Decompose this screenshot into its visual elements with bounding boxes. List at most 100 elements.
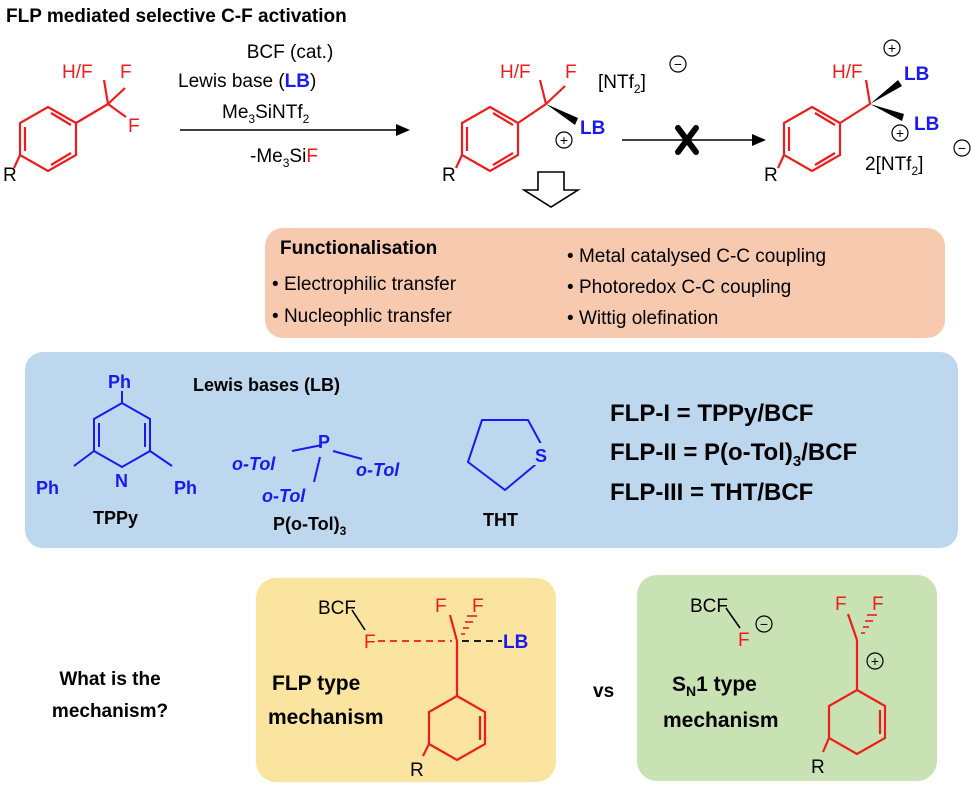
sn1-benzene-ring bbox=[827, 688, 887, 756]
prod-hf-label: H/F bbox=[832, 62, 863, 83]
sm-benzene-ring bbox=[18, 105, 78, 173]
prod-wedge-bond-1 bbox=[870, 80, 902, 104]
prod-lb2-label: LB bbox=[914, 114, 939, 135]
flp-f-top-left: F bbox=[435, 596, 447, 617]
tht-s-atom: S bbox=[535, 446, 547, 466]
tht-name: THT bbox=[483, 510, 518, 530]
functionalisation-right-item-2: • Photoredox C-C coupling bbox=[567, 277, 791, 298]
vs-label: vs bbox=[593, 681, 614, 702]
int-anion-minus-sign: − bbox=[674, 56, 682, 72]
sn1-plus-sign: + bbox=[871, 653, 879, 669]
tppy-name: TPPy bbox=[93, 508, 138, 528]
flp-type-label-1: FLP type bbox=[272, 672, 360, 695]
sm-hf-label: H/F bbox=[62, 62, 93, 83]
prod-plus-sign-1: + bbox=[888, 40, 896, 56]
sm-r-label: R bbox=[3, 165, 17, 186]
intermediate-cation bbox=[455, 79, 566, 173]
flp-bcf-bond bbox=[351, 609, 366, 631]
sn1-type-label-2: mechanism bbox=[663, 709, 779, 732]
reagent-lewis-base: Lewis base (LB) bbox=[178, 71, 316, 92]
prod-wedge-bond-2 bbox=[870, 104, 904, 121]
phosphine-tol-right: o-Tol bbox=[356, 460, 400, 480]
flp-hashed-bond bbox=[461, 615, 477, 635]
int-plus-sign: + bbox=[560, 132, 568, 148]
int-wedge-bond bbox=[546, 104, 578, 125]
functionalisation-left-item-1: • Electrophilic transfer bbox=[272, 274, 457, 295]
functionalisation-right-item-3: • Wittig olefination bbox=[567, 308, 718, 329]
flp-r-label: R bbox=[410, 760, 424, 781]
flp-1-definition: FLP-I = TPPy/BCF bbox=[610, 400, 813, 427]
flp-lb-label: LB bbox=[503, 632, 528, 653]
reagent-byproduct: -Me3SiF bbox=[250, 146, 318, 170]
flp-f-bridge: F bbox=[364, 632, 376, 653]
sn1-bcf-label: BCF bbox=[690, 596, 728, 617]
sn1-minus-sign: − bbox=[760, 616, 768, 632]
phosphine-name: P(o-Tol)3 bbox=[273, 514, 347, 538]
functionalisation-left-item-2: • Nucleophlic transfer bbox=[272, 306, 453, 327]
prod-plus-sign-2: + bbox=[896, 125, 904, 141]
prod-plus-charge-2 bbox=[891, 124, 909, 142]
sn1-carbocation bbox=[821, 613, 887, 756]
mechanism-question-line-2: mechanism? bbox=[52, 701, 168, 722]
sm-f-label: F bbox=[120, 62, 132, 83]
int-r-label: R bbox=[442, 165, 456, 186]
sn1-f-top-right: F bbox=[872, 594, 884, 615]
sn1-f-top-left: F bbox=[835, 594, 847, 615]
sn1-r-label: R bbox=[811, 757, 825, 778]
tht-ring bbox=[466, 419, 549, 492]
sn1-f-anion: F bbox=[738, 630, 750, 651]
functionalisation-down-arrow bbox=[521, 171, 581, 208]
sn1-minus-charge bbox=[755, 615, 773, 633]
int-anion: [NTf2] bbox=[598, 72, 646, 96]
flp-benzene-ring bbox=[427, 694, 487, 762]
product-dication bbox=[777, 79, 872, 173]
functionalisation-right-item-1: • Metal catalysed C-C coupling bbox=[567, 246, 826, 267]
prod-anion-minus-charge bbox=[953, 139, 971, 157]
tppy-ph-left: Ph bbox=[36, 478, 59, 498]
int-anion-minus-charge bbox=[669, 55, 687, 73]
functionalisation-box bbox=[265, 228, 945, 338]
flp-type-label-2: mechanism bbox=[268, 706, 384, 729]
reagent-bcf: BCF (cat.) bbox=[247, 42, 334, 63]
phosphine-p-atom: P bbox=[318, 432, 330, 452]
flp-f-top-right: F bbox=[472, 596, 484, 617]
tppy-n-atom: N bbox=[115, 471, 128, 491]
sn1-mechanism-box bbox=[637, 575, 937, 781]
int-f-label: F bbox=[565, 62, 577, 83]
prod-lb1-label: LB bbox=[904, 64, 929, 85]
tppy-ph-top: Ph bbox=[108, 372, 131, 392]
sn1-hashed-bond bbox=[861, 614, 877, 634]
prod-anion-minus-sign: − bbox=[958, 140, 966, 156]
lewis-bases-heading: Lewis bases (LB) bbox=[193, 375, 340, 395]
reagent-silyl: Me3SiNTf2 bbox=[222, 102, 310, 126]
starting-material bbox=[13, 79, 127, 173]
phosphine-tol-bottom: o-Tol bbox=[262, 486, 306, 506]
scheme-title: FLP mediated selective C-F activation bbox=[6, 6, 347, 27]
no-reaction-cross-icon bbox=[675, 125, 699, 155]
sn1-type-label-1: SN1 type bbox=[672, 673, 757, 699]
reaction-arrow-1-head bbox=[396, 124, 410, 136]
flp-2-definition: FLP-II = P(o-Tol)3/BCF bbox=[610, 439, 857, 470]
int-plus-charge bbox=[555, 131, 573, 149]
tht-s-mask bbox=[532, 443, 552, 465]
tppy-pyridine-ring bbox=[93, 401, 151, 469]
sn1-plus-charge bbox=[866, 652, 884, 670]
sn1-bcf-bond bbox=[725, 607, 741, 629]
int-lb-label: LB bbox=[580, 118, 605, 139]
prod-r-label: R bbox=[764, 165, 778, 186]
mechanism-question-line-1: What is the bbox=[59, 669, 160, 690]
sm-f2-label: F bbox=[128, 116, 140, 137]
reaction-arrow-2-head bbox=[752, 134, 766, 146]
lewis-bases-box bbox=[25, 352, 958, 548]
phosphine-tol-left: o-Tol bbox=[232, 454, 276, 474]
tppy-ph-right: Ph bbox=[174, 478, 197, 498]
phosphine-structure bbox=[291, 444, 363, 483]
int-benzene-ring bbox=[460, 105, 520, 173]
flp-bcf-label: BCF bbox=[318, 598, 356, 619]
tppy-structure bbox=[73, 391, 173, 469]
prod-benzene-ring bbox=[782, 105, 842, 173]
prod-plus-charge-1 bbox=[883, 39, 901, 57]
functionalisation-heading: Functionalisation bbox=[280, 238, 437, 259]
flp-3-definition: FLP-III = THT/BCF bbox=[610, 479, 813, 506]
